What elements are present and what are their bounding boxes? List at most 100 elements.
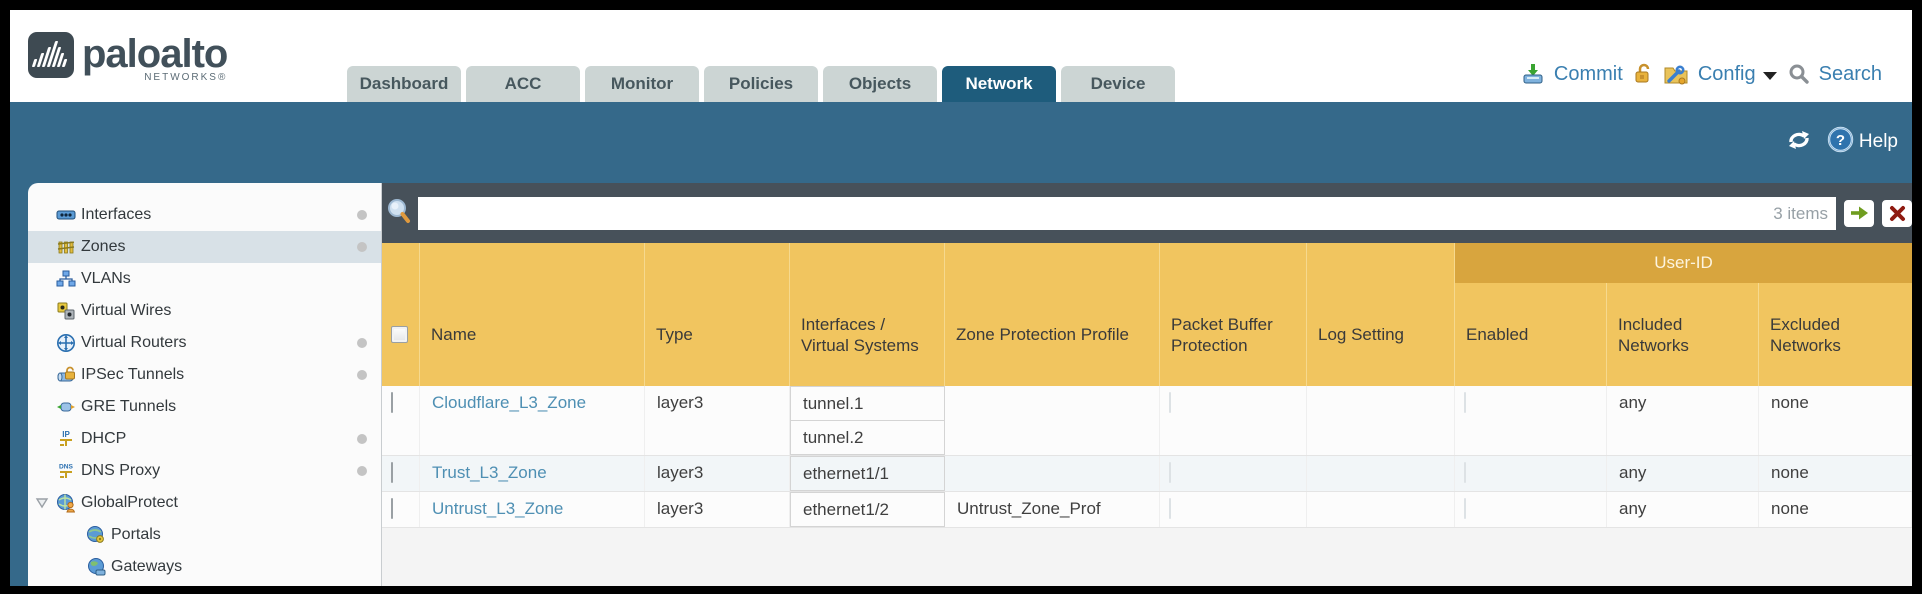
status-dot-icon	[357, 242, 367, 252]
virtual-routers-icon	[56, 333, 76, 353]
row-select-checkbox[interactable]	[391, 462, 393, 483]
brand-name: paloalto	[82, 32, 228, 76]
user-id-enabled-cell	[1455, 492, 1607, 527]
sidebar-item-dns-proxy[interactable]: DNS DNS Proxy	[28, 455, 381, 487]
ipsec-tunnels-icon	[56, 365, 76, 385]
zone-name-link[interactable]: Cloudflare_L3_Zone	[432, 393, 587, 412]
sidebar-item-gre-tunnels[interactable]: GRE Tunnels	[28, 391, 381, 423]
sidebar-item-label: Virtual Wires	[81, 302, 172, 319]
sidebar-item-label: DNS Proxy	[81, 462, 161, 479]
zone-type-cell: layer3	[645, 492, 790, 527]
sidebar-item-zones[interactable]: Zones	[28, 231, 381, 263]
user-id-enabled-checkbox[interactable]	[1464, 392, 1466, 413]
included-networks-cell: any	[1607, 456, 1759, 491]
select-all-header-cell	[382, 243, 420, 386]
sidebar-item-interfaces[interactable]: Interfaces	[28, 199, 381, 231]
user-id-enabled-checkbox[interactable]	[1464, 498, 1466, 519]
items-count: 3 items	[1773, 203, 1828, 223]
interface-entry: ethernet1/2	[790, 492, 945, 527]
sidebar-item-globalprotect[interactable]: GlobalProtect	[28, 487, 381, 519]
paloalto-logo-icon	[28, 32, 74, 78]
sidebar-item-vlans[interactable]: VLANs	[28, 263, 381, 295]
zone-type-cell: layer3	[645, 386, 790, 455]
packet-buffer-protection-checkbox[interactable]	[1169, 392, 1171, 413]
column-header-name: Name	[420, 243, 645, 386]
column-header-type: Type	[645, 243, 790, 386]
filter-search-icon	[386, 197, 412, 230]
search-icon	[1788, 63, 1810, 85]
sidebar-item-label: Virtual Routers	[81, 334, 187, 351]
packet-buffer-protection-cell	[1160, 456, 1307, 491]
zone-protection-profile-cell	[945, 386, 1160, 455]
tab-policies[interactable]: Policies	[704, 66, 818, 102]
column-header-enabled: Enabled	[1455, 243, 1607, 386]
tab-device[interactable]: Device	[1061, 66, 1175, 102]
config-dropdown-caret-icon[interactable]	[1762, 72, 1777, 80]
included-networks-cell: any	[1607, 386, 1759, 455]
gre-tunnels-icon	[56, 397, 76, 417]
help-icon[interactable]: ?	[1827, 126, 1854, 158]
zone-name-link[interactable]: Untrust_L3_Zone	[432, 499, 564, 518]
tab-objects[interactable]: Objects	[823, 66, 937, 102]
status-dot-icon	[357, 338, 367, 348]
zone-name-link[interactable]: Trust_L3_Zone	[432, 463, 547, 482]
brand-sub: NETWORKS®	[144, 72, 228, 83]
tab-network[interactable]: Network	[942, 66, 1056, 102]
zone-type-cell: layer3	[645, 456, 790, 491]
svg-text:IP: IP	[62, 430, 70, 439]
user-id-group-header: User-ID	[1455, 243, 1912, 283]
row-select-checkbox[interactable]	[391, 392, 393, 413]
packet-buffer-protection-checkbox[interactable]	[1169, 498, 1171, 519]
tab-acc[interactable]: ACC	[466, 66, 580, 102]
sidebar-item-virtual-routers[interactable]: Virtual Routers	[28, 327, 381, 359]
refresh-icon[interactable]	[1785, 127, 1813, 158]
help-button[interactable]: Help	[1858, 131, 1898, 152]
gateways-icon	[86, 557, 106, 577]
expander-triangle-icon[interactable]	[35, 496, 49, 510]
interfaces-icon	[56, 205, 76, 225]
dns-proxy-icon: DNS	[56, 461, 76, 481]
row-select-cell	[382, 386, 420, 455]
column-header-included-networks: Included Networks	[1607, 243, 1759, 386]
log-setting-cell	[1307, 456, 1455, 491]
interface-entry: tunnel.1	[790, 386, 945, 421]
table-footer-space	[382, 528, 1912, 586]
select-all-checkbox[interactable]	[391, 326, 408, 343]
user-id-enabled-checkbox[interactable]	[1464, 462, 1466, 483]
sidebar-item-label: GRE Tunnels	[81, 398, 177, 415]
row-select-cell	[382, 456, 420, 491]
dhcp-icon: IP	[56, 429, 76, 449]
interface-entry: tunnel.2	[790, 420, 945, 455]
search-button[interactable]: Search	[1818, 62, 1882, 85]
row-select-checkbox[interactable]	[391, 498, 393, 519]
apply-filter-button[interactable]	[1844, 199, 1874, 227]
teal-toolbar: ? Help	[10, 102, 1912, 183]
commit-button[interactable]: Commit	[1553, 62, 1623, 85]
column-header-packet-buffer-protection: Packet Buffer Protection	[1160, 243, 1307, 386]
status-dot-icon	[357, 370, 367, 380]
status-dot-icon	[357, 434, 367, 444]
tab-dashboard[interactable]: Dashboard	[347, 66, 461, 102]
config-button[interactable]: Config	[1697, 62, 1756, 85]
sidebar-item-portals[interactable]: Portals	[28, 519, 381, 551]
packet-buffer-protection-cell	[1160, 492, 1307, 527]
packet-buffer-protection-checkbox[interactable]	[1169, 462, 1171, 483]
sidebar-item-virtual-wires[interactable]: Virtual Wires	[28, 295, 381, 327]
lock-icon[interactable]	[1632, 62, 1654, 86]
sidebar-item-ipsec-tunnels[interactable]: IPSec Tunnels	[28, 359, 381, 391]
filter-input[interactable]	[418, 196, 1836, 230]
clear-filter-button[interactable]	[1882, 199, 1912, 227]
tab-monitor[interactable]: Monitor	[585, 66, 699, 102]
column-header-zone-protection-profile: Zone Protection Profile	[945, 243, 1160, 386]
sidebar-item-gateways[interactable]: Gateways	[28, 551, 381, 583]
excluded-networks-cell: none	[1759, 386, 1912, 455]
